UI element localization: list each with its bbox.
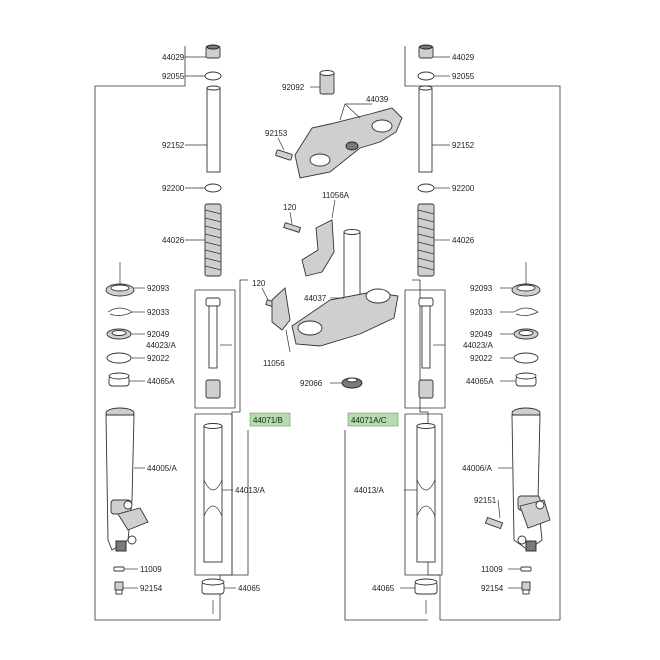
left-bottom-bolt[interactable]: [114, 581, 124, 595]
right-axle-bolt[interactable]: [484, 516, 504, 530]
label-right-44065: 44065: [372, 584, 395, 593]
left-outer-tube-frame: [194, 413, 233, 576]
label-right-92152: 92152: [452, 141, 475, 150]
mount-bolt-upper[interactable]: [283, 222, 302, 233]
label-center-11056: 11056: [263, 359, 285, 368]
part-labels: 44029 92055 92152 92200 44026 92093 9203…: [140, 53, 504, 593]
right-cartridge-rod[interactable]: [418, 297, 434, 399]
label-right-92151: 92151: [474, 496, 497, 505]
label-left-44029: 44029: [162, 53, 185, 62]
label-right-44023: 44023/A: [463, 341, 493, 350]
label-left-11009: 11009: [140, 565, 162, 574]
right-inner-tube[interactable]: [416, 423, 436, 563]
left-seal-washer[interactable]: [106, 352, 132, 364]
clamp-bolt[interactable]: [275, 149, 293, 161]
right-fork-slider[interactable]: [511, 407, 551, 552]
label-left-92022: 92022: [147, 354, 170, 363]
label-center-92092: 92092: [282, 83, 305, 92]
label-left-44023: 44023/A: [146, 341, 176, 350]
right-outer-tube-frame: [404, 413, 443, 576]
left-o-ring[interactable]: [204, 71, 222, 81]
label-right-44013: 44013/A: [354, 486, 384, 495]
label-right-44029: 44029: [452, 53, 475, 62]
label-right-92200: 92200: [452, 184, 475, 193]
assembly-tag-left: [249, 412, 291, 427]
label-right-92055: 92055: [452, 72, 475, 81]
label-left-44065: 44065: [238, 584, 261, 593]
right-seal-washer[interactable]: [513, 352, 539, 364]
assembly-tag-right: [347, 412, 399, 427]
upper-mount-bracket[interactable]: [301, 219, 335, 277]
label-right-44026: 44026: [452, 236, 475, 245]
right-inner-tube-frame: [344, 430, 428, 621]
label-center-11056A: 11056A: [322, 191, 350, 200]
label-left-92154: 92154: [140, 584, 163, 593]
left-fork-spring[interactable]: [204, 203, 222, 277]
label-left-44065A: 44065A: [147, 377, 175, 386]
label-right-44065A: 44065A: [466, 377, 494, 386]
label-center-92066: 92066: [300, 379, 323, 388]
left-collar-tube[interactable]: [206, 87, 221, 173]
left-cartridge-frame: [194, 289, 236, 409]
label-right-44006: 44006/A: [462, 464, 492, 473]
right-cartridge-frame: [404, 289, 446, 409]
label-left-92093: 92093: [147, 284, 170, 293]
label-right-92049: 92049: [470, 330, 493, 339]
right-o-ring[interactable]: [417, 71, 435, 81]
label-right-11009: 11009: [481, 565, 503, 574]
label-left-44005: 44005/A: [147, 464, 177, 473]
right-fork-spring[interactable]: [417, 203, 435, 277]
label-left-92049: 92049: [147, 330, 170, 339]
left-washer[interactable]: [204, 183, 222, 193]
label-right-44071C: 44071A/C: [351, 416, 387, 425]
label-center-120-lower: 120: [252, 279, 266, 288]
label-center-120-upper: 120: [283, 203, 297, 212]
label-center-44037: 44037: [304, 294, 327, 303]
right-washer[interactable]: [417, 183, 435, 193]
label-left-44013: 44013/A: [235, 486, 265, 495]
label-left-92055: 92055: [162, 72, 185, 81]
left-fork-slider[interactable]: [105, 407, 149, 552]
label-right-92033: 92033: [470, 308, 493, 317]
right-fork-parts: [400, 44, 551, 614]
label-right-92154: 92154: [481, 584, 504, 593]
label-center-92153: 92153: [265, 129, 288, 138]
left-fork-parts: [105, 44, 236, 614]
right-collar-tube[interactable]: [418, 87, 433, 173]
right-gasket[interactable]: [520, 566, 532, 572]
label-left-92033: 92033: [147, 308, 170, 317]
lower-mount-bracket[interactable]: [271, 287, 291, 331]
stem-nut[interactable]: [341, 377, 363, 389]
label-right-92022: 92022: [470, 354, 493, 363]
right-bottom-bolt[interactable]: [521, 581, 531, 595]
left-cartridge-rod[interactable]: [205, 297, 221, 399]
label-left-92200: 92200: [162, 184, 185, 193]
left-inner-tube[interactable]: [203, 423, 223, 563]
left-gasket[interactable]: [113, 566, 125, 572]
left-inner-tube-frame: [232, 430, 249, 576]
center-parts: [249, 70, 403, 427]
label-right-92093: 92093: [470, 284, 493, 293]
label-left-44071B: 44071/B: [253, 416, 283, 425]
left-circlip[interactable]: [107, 307, 133, 316]
label-left-44026: 44026: [162, 236, 185, 245]
label-left-92152: 92152: [162, 141, 185, 150]
label-center-44039: 44039: [366, 95, 389, 104]
steering-stem[interactable]: [291, 229, 399, 347]
right-circlip[interactable]: [513, 307, 539, 316]
